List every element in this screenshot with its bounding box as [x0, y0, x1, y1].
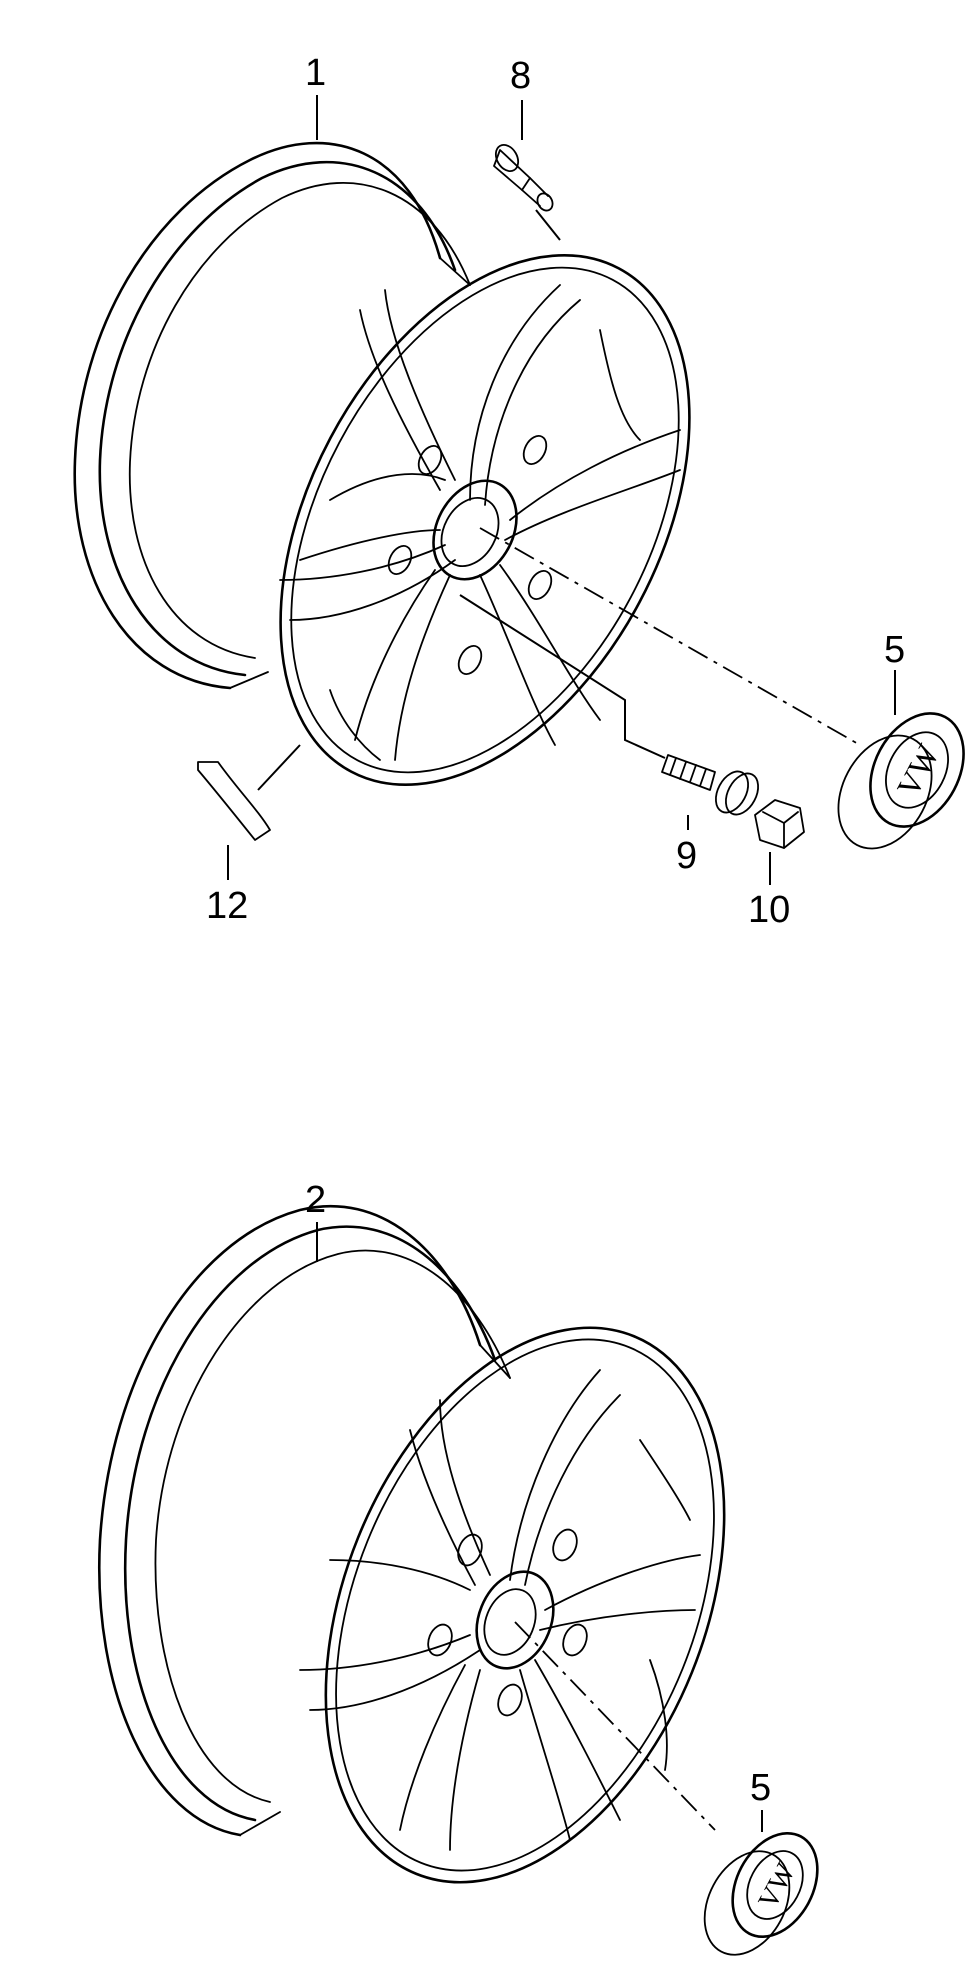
wheel-bolt-part-9 [661, 754, 760, 816]
callout-9: 9 [676, 835, 697, 877]
callout-12: 12 [206, 885, 248, 927]
leader-lines-top [227, 95, 896, 885]
cap-logo-bottom: VW [753, 1858, 803, 1914]
center-cap-part-5-bottom: VW [703, 1831, 819, 1956]
balance-weight-part-12 [197, 761, 271, 841]
alloy-wheel-part-2 [97, 1204, 726, 1884]
wheel-nut-part-10 [754, 799, 805, 849]
leader-lines-bottom [316, 1222, 763, 1832]
center-cap-part-5-top: VW [837, 712, 965, 850]
callout-5-top: 5 [884, 629, 905, 671]
callout-10: 10 [748, 889, 790, 931]
callout-8: 8 [510, 55, 531, 97]
callout-labels: 1 8 5 9 10 12 2 5 [206, 52, 905, 1809]
callout-1: 1 [305, 52, 326, 94]
callout-2: 2 [305, 1179, 326, 1221]
alloy-wheel-part-1 [73, 141, 691, 787]
callout-5-bottom: 5 [750, 1767, 771, 1809]
valve-stem-part-8 [493, 143, 554, 212]
